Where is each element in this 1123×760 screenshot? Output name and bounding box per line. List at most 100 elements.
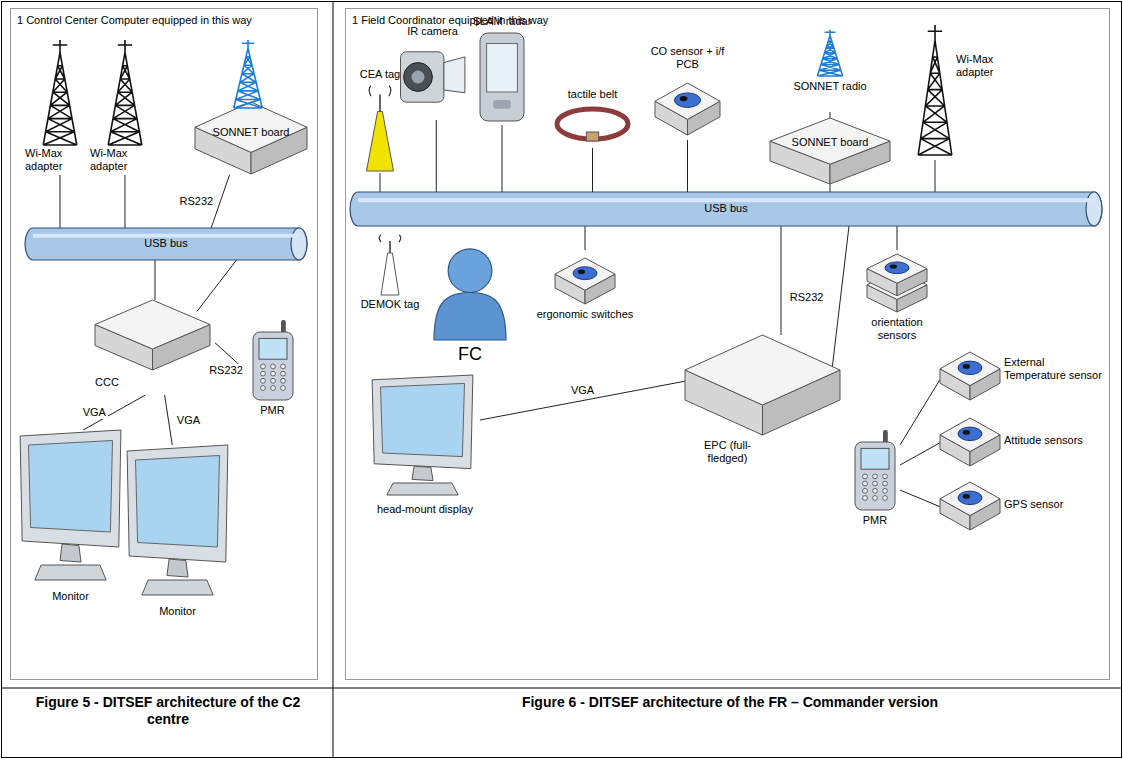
phone-icon [855,430,895,510]
device-node: SONNET board [770,118,890,184]
monitor-base [142,580,213,595]
signal-label: RS232 [207,364,245,377]
connector-line [480,381,685,420]
table-divider [2,688,1122,689]
device-node: PMR [245,320,300,420]
stack-icon [867,254,927,312]
person-icon [430,245,510,340]
sensor-dome [675,93,701,108]
phone-key [863,474,868,479]
camera-flip-screen [444,57,465,93]
signal-label: VGA [569,384,596,397]
radar-screen [487,44,518,92]
phone-screen [259,338,287,359]
box-face [940,352,1000,386]
sensor-icon [940,482,1000,530]
phone-body [253,332,293,400]
phone-key [863,481,868,486]
tag-waves [369,86,391,96]
monitor-neck [60,544,81,562]
monitor-neck [412,466,433,480]
device-node: SONNET board [195,40,310,175]
device-label: External Temperature sensor [1004,356,1104,382]
connector-line [592,148,593,192]
box-face [940,418,1000,452]
sensor-spot [963,364,970,369]
device-node: Wi-Max adapter [25,40,85,175]
device-node: CEA tag [355,68,405,173]
radar-button [493,100,511,109]
camera-icon [397,41,467,113]
connector-line [687,140,688,192]
device-label: USB bus [25,237,307,250]
device-label: USB bus [350,202,1102,215]
connector-line [830,112,831,118]
device-label: head-mount display [370,503,480,516]
monitor-icon [18,430,123,580]
tag-antenna [389,241,391,253]
connector-line [935,160,936,192]
connector-line [830,184,831,192]
bus-cylinder [25,228,307,260]
box-face [685,335,840,405]
bus-end [1086,192,1102,226]
monitor-icon [125,445,230,595]
device-node: Wi-Max adapter [910,25,1010,160]
sensor-dome [885,262,909,274]
table-divider [333,2,334,759]
camera-glass [412,71,425,84]
device-label: GPS sensor [1004,498,1104,511]
sensor-icon [940,418,1000,466]
phone-key [261,371,266,376]
device-label: tactile belt [550,88,635,101]
box-face [655,83,720,119]
panel-heading: 1 Control Center Computer equipped in th… [17,14,313,27]
tag-body [381,253,399,295]
device-node: CCC [95,300,215,395]
sensor-spot [963,430,970,435]
device-label: SONNET radio [790,80,870,93]
device-node: External Temperature sensor [940,352,1105,407]
device-node: SONNET radio [790,30,870,112]
monitor-screen [381,383,465,456]
tower-icon [231,40,265,108]
device-node: tactile belt [550,88,635,148]
box-face [555,258,615,290]
phone-key [271,371,276,376]
tower-icon [105,40,145,145]
phone-key [883,496,888,501]
connector-line [585,226,586,250]
device-label: Attitude sensors [1004,434,1104,447]
monitor-frame [127,445,228,562]
tower-icon [815,30,845,76]
connector-line [59,175,60,228]
equipment-panel: Wi-Max adapterWi-Max adapterSONNET board… [10,8,318,680]
device-label: orientation sensors [862,316,932,342]
antenna-tower [43,40,77,145]
camera-lens [404,63,433,92]
phone-key [873,481,878,486]
device-node: SLAM radar [466,15,538,125]
device-label: PMR [850,514,900,527]
device-label: SONNET board [770,136,890,149]
phone-key [883,488,888,493]
device-node: Monitor [125,445,230,630]
device-label: CEA tag [355,68,405,81]
device-label: Wi-Max adapter [956,53,1010,79]
box-face [770,118,890,164]
phone-key [883,474,888,479]
device-node: FC [425,245,515,370]
phone-key [281,364,286,369]
antenna-tower [817,30,842,76]
connector-line [380,173,381,192]
sensor-dome [958,491,982,504]
board-icon [685,335,840,435]
device-label: DEMOK tag [357,298,423,311]
board-icon [770,118,890,184]
connector-line [155,260,156,300]
phone-body [855,442,895,510]
connector-line [781,226,782,335]
sensor-spot [963,494,970,499]
sensor-spot [578,270,585,275]
